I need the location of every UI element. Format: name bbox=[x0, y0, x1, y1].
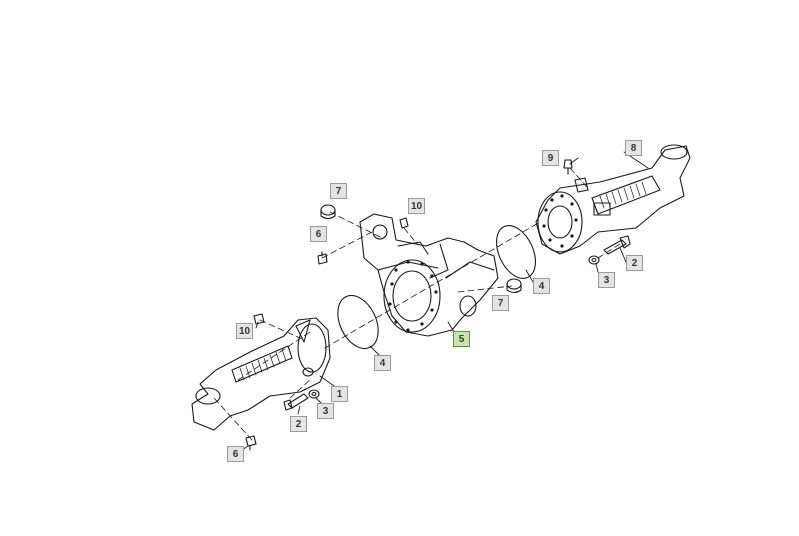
callout-8[interactable]: 8 bbox=[625, 140, 642, 156]
left-small-plug bbox=[253, 313, 265, 325]
callout-6-bottom[interactable]: 6 bbox=[227, 446, 244, 462]
callout-3-right[interactable]: 3 bbox=[598, 272, 615, 288]
callout-7-top[interactable]: 7 bbox=[330, 183, 347, 199]
right-bolt bbox=[603, 235, 631, 255]
callout-2-right[interactable]: 2 bbox=[626, 255, 643, 271]
callout-10-left[interactable]: 10 bbox=[236, 323, 253, 339]
left-axle-housing bbox=[191, 317, 331, 431]
callout-2-left[interactable]: 2 bbox=[290, 416, 307, 432]
right-o-ring bbox=[496, 225, 536, 279]
top-fitting bbox=[317, 251, 328, 265]
callout-1[interactable]: 1 bbox=[331, 386, 348, 402]
top-plug bbox=[320, 204, 336, 220]
callout-5-selected[interactable]: 5 bbox=[453, 331, 470, 347]
callout-9[interactable]: 9 bbox=[542, 150, 559, 166]
top-small-plug bbox=[399, 217, 409, 229]
right-axle-housing bbox=[535, 144, 691, 255]
left-o-ring bbox=[337, 294, 379, 350]
callout-4-right[interactable]: 4 bbox=[533, 278, 550, 294]
side-plug bbox=[506, 278, 522, 294]
callout-7-mid[interactable]: 7 bbox=[492, 295, 509, 311]
right-washer bbox=[588, 255, 600, 265]
center-housing bbox=[359, 213, 499, 337]
callout-leaders bbox=[241, 151, 649, 451]
left-washer bbox=[308, 389, 320, 399]
assembly-axis-lines bbox=[213, 167, 621, 441]
callout-6-top[interactable]: 6 bbox=[310, 226, 327, 242]
callout-3-left[interactable]: 3 bbox=[317, 403, 334, 419]
breather-valve bbox=[563, 159, 573, 175]
callout-10-top[interactable]: 10 bbox=[408, 198, 425, 214]
callout-4-left[interactable]: 4 bbox=[374, 355, 391, 371]
left-bolt bbox=[283, 393, 309, 411]
bottom-fitting bbox=[245, 435, 257, 451]
